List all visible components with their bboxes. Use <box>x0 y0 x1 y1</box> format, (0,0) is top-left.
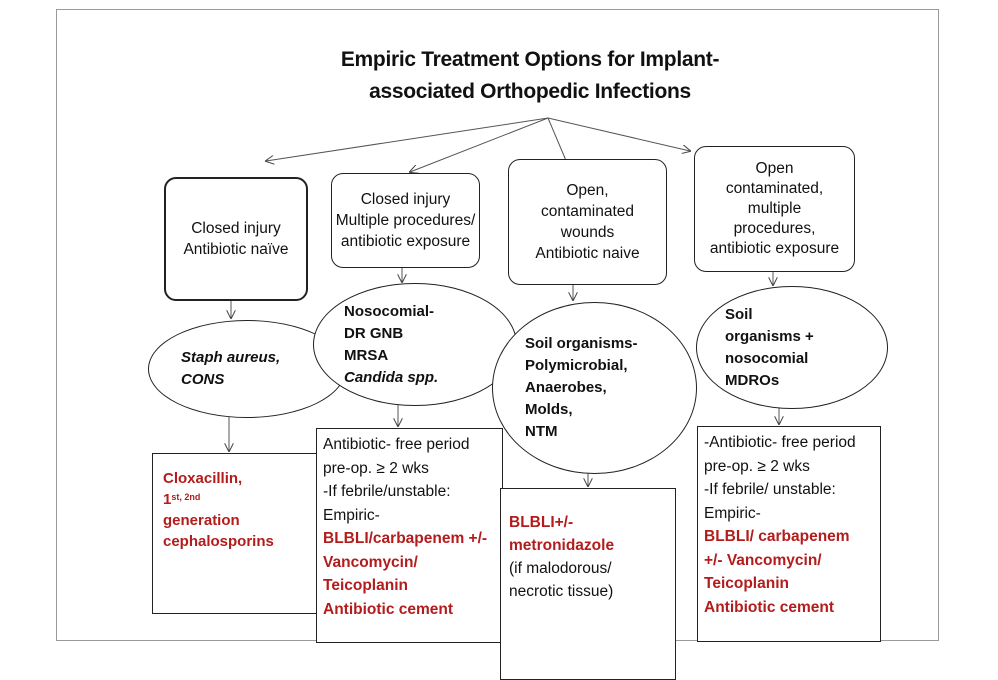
organism-line: Soil organisms- <box>525 335 638 352</box>
organism-line: nosocomial <box>725 349 809 367</box>
treatment-line: BLBLI/ carbapenem <box>704 528 850 545</box>
category-line: antibiotic exposure <box>709 240 840 257</box>
treatment-box-2: Antibiotic- free period pre-op. ≥ 2 wks … <box>316 428 503 643</box>
treatment-line: Antibiotic cement <box>704 598 835 616</box>
category-line: antibiotic exposure <box>340 233 471 250</box>
organism-line: organisms + <box>725 327 814 345</box>
treatment-line: Teicoplanin <box>323 577 408 594</box>
diagram-title: Empiric Treatment Options for Implant- a… <box>300 44 760 108</box>
treatment-text: 1 <box>163 491 172 508</box>
organism-line: Staph aureus, <box>181 349 281 366</box>
connector-lines <box>0 117 998 651</box>
treatment-line: BLBLI+/- <box>509 514 574 531</box>
category-closed-multiple: Closed injury Multiple procedures/ antib… <box>331 173 480 268</box>
organism-line: Anaerobes, <box>525 379 607 396</box>
treatment-line: Vancomycin/ <box>323 553 418 571</box>
title-line-1: Empiric Treatment Options for Implant- <box>340 48 720 71</box>
organism-line: NTM <box>525 423 558 440</box>
category-line: Multiple procedures/ <box>335 212 476 229</box>
treatment-line: pre-op. ≥ 2 wks <box>704 457 810 475</box>
treatment-line: (if malodorous/ <box>509 560 612 577</box>
category-line: contaminated <box>540 203 635 220</box>
organism-line: MDROs <box>725 371 780 389</box>
category-open-naive: Open, contaminated wounds Antibiotic nai… <box>508 159 667 285</box>
organism-line: DR GNB <box>344 324 404 342</box>
category-line: Antibiotic naïve <box>183 241 289 258</box>
organism-line: Candida spp. <box>344 368 439 386</box>
arrow-title-to-cat4 <box>547 117 690 151</box>
treatment-line: -Antibiotic- free period <box>704 434 856 451</box>
treatment-line-generation-number: 1st, 2nd <box>163 489 308 510</box>
category-line: Open <box>755 160 794 177</box>
organism-line: MRSA <box>344 346 389 364</box>
treatment-line: cephalosporins <box>163 533 274 550</box>
organism-line: Polymicrobial, <box>525 357 628 374</box>
organism-line: Nosocomial- <box>344 302 435 320</box>
treatment-box-3: BLBLI+/- metronidazole (if malodorous/ n… <box>500 488 676 680</box>
treatment-line: Antibiotic- free period <box>323 436 470 453</box>
treatment-line: Empiric- <box>323 506 380 524</box>
organism-line: CONS <box>181 371 225 388</box>
treatment-superscript: st, 2nd <box>171 492 201 502</box>
category-line: procedures, <box>733 220 816 237</box>
treatment-line: Antibiotic cement <box>323 600 454 618</box>
category-line: wounds <box>560 224 615 241</box>
organism-line: Soil <box>725 305 753 323</box>
treatment-line: pre-op. ≥ 2 wks <box>323 459 429 477</box>
treatment-box-4: -Antibiotic- free period pre-op. ≥ 2 wks… <box>697 426 881 642</box>
category-line: Closed injury <box>191 220 281 237</box>
treatment-line: metronidazole <box>509 537 615 554</box>
category-open-multiple: Open contaminated, multiple procedures, … <box>694 146 855 272</box>
category-closed-naive: Closed injury Antibiotic naïve <box>164 177 308 301</box>
treatment-line: Teicoplanin <box>704 575 789 592</box>
category-line: Antibiotic naive <box>535 245 640 262</box>
treatment-line: Empiric- <box>704 504 761 522</box>
treatment-line: -If febrile/unstable: <box>323 483 451 500</box>
arrow-title-to-cat1 <box>266 117 549 161</box>
organism-ellipse-2: Nosocomial- DR GNB MRSA Candida spp. <box>313 283 517 406</box>
category-line: Open, <box>566 182 609 199</box>
organism-ellipse-3: Soil organisms- Polymicrobial, Anaerobes… <box>492 302 697 474</box>
treatment-line: Cloxacillin, <box>163 470 243 487</box>
treatment-line: -If febrile/ unstable: <box>704 481 836 498</box>
arrow-title-to-cat2 <box>410 117 549 172</box>
treatment-box-1: Cloxacillin, 1st, 2nd generation cephalo… <box>152 453 319 614</box>
category-line: Closed injury <box>360 191 451 208</box>
category-line: multiple <box>747 200 802 217</box>
treatment-line: necrotic tissue) <box>509 583 614 600</box>
organism-line: Molds, <box>525 401 573 418</box>
category-line: contaminated, <box>725 180 824 197</box>
treatment-line: BLBLI/carbapenem +/- <box>323 530 488 547</box>
title-line-2: associated Orthopedic Infections <box>369 80 691 103</box>
treatment-line: +/- Vancomycin/ <box>704 551 822 569</box>
treatment-line: generation <box>163 512 240 529</box>
organism-ellipse-4: Soil organisms + nosocomial MDROs <box>696 286 888 409</box>
